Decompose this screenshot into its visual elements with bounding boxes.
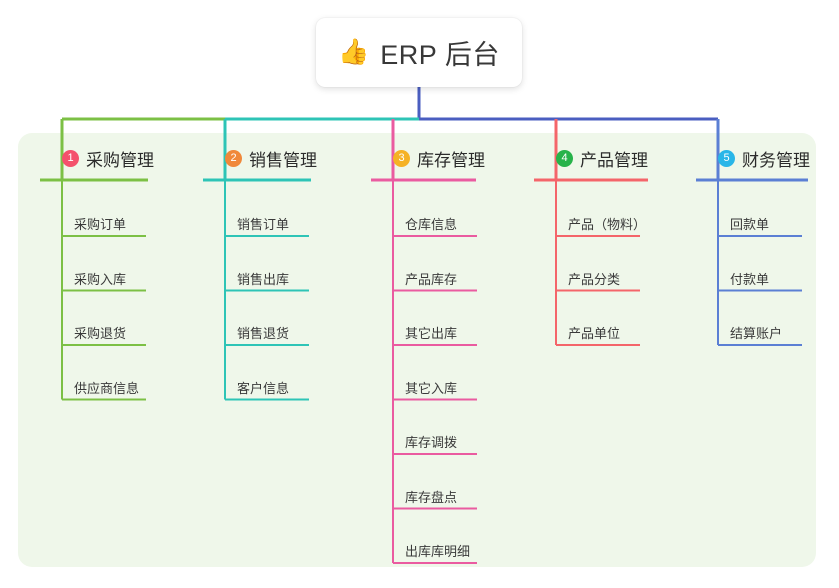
leaf-item[interactable]: 销售订单 bbox=[237, 217, 290, 232]
leaf-item[interactable]: 回款单 bbox=[730, 217, 770, 232]
branch-column-3: 3 库存管理 bbox=[371, 146, 485, 170]
leaf-item[interactable]: 产品（物料） bbox=[568, 217, 647, 232]
branch-column-5: 5 财务管理 bbox=[696, 146, 810, 170]
branch-header-5[interactable]: 5 财务管理 bbox=[696, 146, 810, 170]
branch-header-3[interactable]: 3 库存管理 bbox=[371, 146, 485, 170]
leaf-item[interactable]: 采购入库 bbox=[74, 271, 127, 287]
branch-header-2[interactable]: 2 销售管理 bbox=[203, 146, 317, 170]
thumbs-up-icon: 👍 bbox=[338, 38, 370, 66]
leaf-item[interactable]: 产品单位 bbox=[568, 326, 621, 341]
leaf-item[interactable]: 结算账户 bbox=[730, 326, 783, 341]
leaf-item[interactable]: 库存调拨 bbox=[405, 435, 458, 450]
diagram-panel-background bbox=[18, 133, 816, 567]
branch-title-1: 采购管理 bbox=[86, 150, 154, 170]
root-title: ERP 后台 bbox=[380, 40, 500, 70]
root-node[interactable]: 👍 ERP 后台 bbox=[316, 18, 522, 87]
leaf-item[interactable]: 供应商信息 bbox=[74, 380, 140, 396]
branch-column-4: 4 产品管理 bbox=[534, 146, 648, 170]
branch-title-4: 产品管理 bbox=[580, 150, 648, 170]
leaf-item[interactable]: 仓库信息 bbox=[405, 217, 458, 232]
branch-title-2: 销售管理 bbox=[249, 150, 317, 170]
branch-title-3: 库存管理 bbox=[417, 150, 485, 170]
leaf-item[interactable]: 销售出库 bbox=[237, 271, 290, 287]
leaf-item[interactable]: 销售退货 bbox=[237, 326, 290, 341]
leaf-item[interactable]: 其它出库 bbox=[405, 326, 458, 341]
leaf-item[interactable]: 其它入库 bbox=[405, 380, 458, 396]
branch-badge-1: 1 bbox=[62, 149, 79, 167]
leaf-item[interactable]: 产品库存 bbox=[405, 271, 458, 287]
leaf-item[interactable]: 产品分类 bbox=[568, 271, 621, 287]
leaf-item[interactable]: 客户信息 bbox=[237, 380, 290, 396]
branch-badge-2: 2 bbox=[225, 149, 242, 167]
branch-header-4[interactable]: 4 产品管理 bbox=[534, 146, 648, 170]
leaf-item[interactable]: 库存盘点 bbox=[405, 489, 458, 505]
branch-header-1[interactable]: 1 采购管理 bbox=[40, 146, 154, 170]
leaf-item[interactable]: 出库库明细 bbox=[405, 544, 471, 559]
branch-badge-3: 3 bbox=[393, 149, 410, 167]
branch-column-1: 1 采购管理 bbox=[40, 146, 154, 170]
branch-title-5: 财务管理 bbox=[742, 150, 810, 170]
branch-badge-5: 5 bbox=[718, 149, 735, 167]
branch-badge-4: 4 bbox=[556, 149, 573, 167]
leaf-item[interactable]: 采购订单 bbox=[74, 217, 127, 232]
leaf-item[interactable]: 付款单 bbox=[730, 271, 770, 287]
leaf-item[interactable]: 采购退货 bbox=[74, 326, 127, 341]
branch-column-2: 2 销售管理 bbox=[203, 146, 317, 170]
